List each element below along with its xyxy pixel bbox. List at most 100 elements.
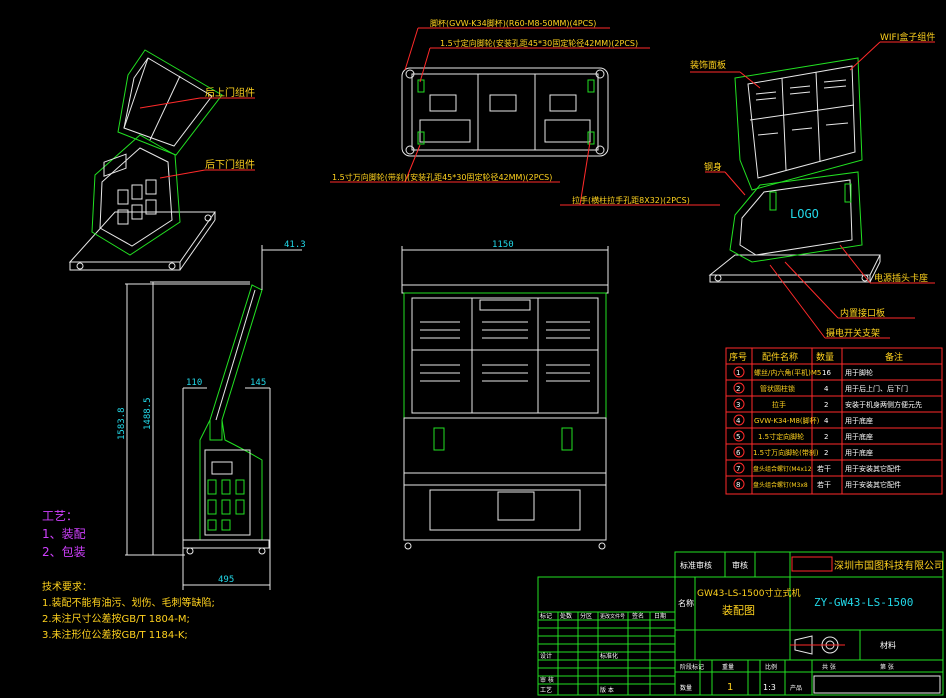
dim-base-depth: 495 bbox=[218, 575, 234, 585]
bom-header-index: 序号 bbox=[729, 351, 747, 363]
front-view bbox=[401, 246, 609, 550]
svg-text:LOGO: LOGO bbox=[790, 207, 819, 221]
bom-cell: 盘头组合螺钉(M3x8 bbox=[753, 481, 808, 489]
bom-rows: 1 螺丝/内六角(平机)M5 16 用于脚轮 2 管状圆柱锁 4 用于后上门、后… bbox=[736, 368, 922, 489]
bom-cell: 1.5寸万向脚轮(带刹) bbox=[753, 448, 819, 457]
qty-label: 数量 bbox=[680, 684, 692, 692]
tech-notes: 技术要求： 1.装配不能有油污、划伤、毛刺等缺陷; 2.未注尺寸公差按GB/T … bbox=[42, 580, 215, 641]
callout-decor-panel: 装饰面板 bbox=[690, 59, 726, 71]
callout-steel-body: 钢身 bbox=[704, 161, 722, 173]
bom-cell: GVW-K34-M8(脚杯) bbox=[754, 416, 820, 425]
dim-inner-height: 1488.5 bbox=[143, 397, 153, 430]
table-row: 2 管状圆柱锁 4 用于后上门、后下门 bbox=[736, 384, 908, 393]
scale-label: 比例 bbox=[765, 663, 777, 671]
table-row: 4 GVW-K34-M8(脚杯) 4 用于底座 bbox=[736, 416, 873, 425]
scale-value: 1:3 bbox=[763, 683, 776, 692]
unit-label: 产品 bbox=[790, 684, 802, 692]
process-notes: 工艺： 1、装配 2、包装 bbox=[42, 509, 86, 559]
bom-cell: 4 bbox=[824, 417, 829, 425]
dim-left-gap: 110 bbox=[186, 378, 202, 388]
company-name: 深圳市国图科技有限公司 bbox=[834, 559, 944, 572]
count-label: 处数 bbox=[560, 612, 572, 620]
process-item: 2、包装 bbox=[42, 545, 86, 559]
bom-cell: 1 bbox=[736, 369, 740, 377]
bom-cell: 用于安装其它配件 bbox=[845, 464, 901, 473]
bom-cell: 4 bbox=[736, 417, 741, 425]
tech-item: 1.装配不能有油污、划伤、毛刺等缺陷; bbox=[42, 596, 215, 609]
quantity-value: 1 bbox=[727, 682, 733, 693]
bom-cell: 2 bbox=[824, 401, 828, 409]
product-subtitle: 装配图 bbox=[722, 604, 755, 617]
bom-cell: 用于底座 bbox=[845, 432, 873, 441]
tech-item: 2.未注尺寸公差按GB/T 1804-M; bbox=[42, 612, 190, 625]
bom-cell: 3 bbox=[736, 401, 740, 409]
callout-power-socket: 电源插头卡座 bbox=[874, 272, 928, 284]
drawing-number: ZY-GW43-LS-1500 bbox=[814, 596, 913, 609]
bom-cell: 螺丝/内六角(平机)M5 bbox=[754, 368, 821, 377]
bom-cell: 用于后上门、后下门 bbox=[845, 384, 908, 393]
bom-cell: 6 bbox=[736, 449, 741, 457]
bom-cell: 2 bbox=[736, 385, 740, 393]
dim-right-gap: 145 bbox=[250, 378, 266, 388]
callout-swivel-caster: 1.5寸万向脚轮(带刹)(安装孔距45*30固定轮径42MM)(2PCS) bbox=[332, 172, 552, 182]
bom-cell: 用于底座 bbox=[845, 448, 873, 457]
name-label: 名称 bbox=[678, 598, 694, 608]
bom-cell: 若干 bbox=[817, 464, 831, 473]
callout-switch-bracket: 摄电开关支架 bbox=[826, 327, 880, 339]
callout-interface-board: 内置接口板 bbox=[840, 307, 885, 319]
bom-cell: 拉手 bbox=[772, 400, 786, 409]
bom-cell: 用于安装其它配件 bbox=[845, 480, 901, 489]
process-item: 1、装配 bbox=[42, 527, 86, 541]
material-label: 材料 bbox=[880, 640, 896, 650]
approved-label: 标准审核 bbox=[680, 560, 712, 570]
bom-cell: 盘头组合螺钉(M4x12 bbox=[753, 465, 812, 473]
callout-rear-upper-door: 后上门组件 bbox=[205, 86, 255, 99]
table-row: 8 盘头组合螺钉(M3x8 若干 用于安装其它配件 bbox=[736, 480, 901, 489]
sheet-label: 第 张 bbox=[880, 663, 894, 671]
callout-fixed-caster: 1.5寸定向脚轮(安装孔距45*30固定轮径42MM)(2PCS) bbox=[440, 38, 638, 48]
tech-title: 技术要求： bbox=[42, 580, 92, 593]
table-row: 1 螺丝/内六角(平机)M5 16 用于脚轮 bbox=[736, 368, 873, 377]
table-row: 6 1.5寸万向脚轮(带刹) 2 用于底座 bbox=[736, 448, 873, 457]
version-label: 版 本 bbox=[600, 686, 614, 694]
bom-cell: 16 bbox=[822, 369, 831, 377]
design-label: 设计 bbox=[540, 652, 552, 660]
review-label: 审 核 bbox=[540, 676, 554, 684]
bom-cell: 用于底座 bbox=[845, 416, 873, 425]
weight-label: 重量 bbox=[722, 663, 734, 671]
bom-cell: 2 bbox=[824, 449, 828, 457]
top-plan-view bbox=[330, 27, 720, 206]
bom-table bbox=[725, 347, 943, 495]
side-view bbox=[125, 245, 302, 590]
stage-label: 阶段标记 bbox=[680, 663, 704, 671]
bom-cell: 4 bbox=[824, 385, 829, 393]
bom-cell: 若干 bbox=[817, 480, 831, 489]
bom-cell: 用于脚轮 bbox=[845, 368, 873, 377]
date-label: 日期 bbox=[654, 612, 666, 620]
process-label: 工艺 bbox=[540, 686, 552, 694]
title-block bbox=[537, 551, 944, 696]
callout-foot-cup: 脚杯(GVW-K34脚杯)(R60-M8-50MM)(4PCS) bbox=[430, 18, 596, 28]
check-label: 审核 bbox=[732, 560, 748, 570]
dim-side-top: 41.3 bbox=[284, 240, 306, 250]
table-row: 5 1.5寸定向脚轮 2 用于底座 bbox=[736, 432, 873, 441]
callout-handle: 拉手(横柱拉手孔距8X32)(2PCS) bbox=[572, 195, 690, 205]
callout-rear-lower-door: 后下门组件 bbox=[205, 158, 255, 171]
right-isometric-view: LOGO bbox=[690, 41, 935, 339]
bom-header-remark: 备注 bbox=[885, 351, 903, 363]
left-isometric-view bbox=[68, 49, 255, 271]
std-label: 标准化 bbox=[600, 652, 618, 660]
dim-total-height: 1583.8 bbox=[117, 407, 127, 440]
product-name: GW43-LS-1500寸立式机 bbox=[697, 587, 800, 599]
dim-front-width: 1150 bbox=[492, 240, 514, 250]
bom-cell: 2 bbox=[824, 433, 828, 441]
bom-cell: 5 bbox=[736, 433, 740, 441]
bom-cell: 管状圆柱锁 bbox=[760, 384, 795, 393]
bom-header: 序号 配件名称 数量 备注 bbox=[729, 351, 903, 363]
tech-item: 3.未注形位公差按GB/T 1184-K; bbox=[42, 628, 188, 641]
sign-label: 签名 bbox=[632, 612, 644, 620]
callout-wifi-box: WIFI盒子组件 bbox=[880, 31, 935, 43]
bom-header-qty: 数量 bbox=[816, 351, 834, 363]
title-block-text: 标准审核 审核 深圳市国图科技有限公司 名称 GW43-LS-1500寸立式机 … bbox=[540, 559, 944, 694]
